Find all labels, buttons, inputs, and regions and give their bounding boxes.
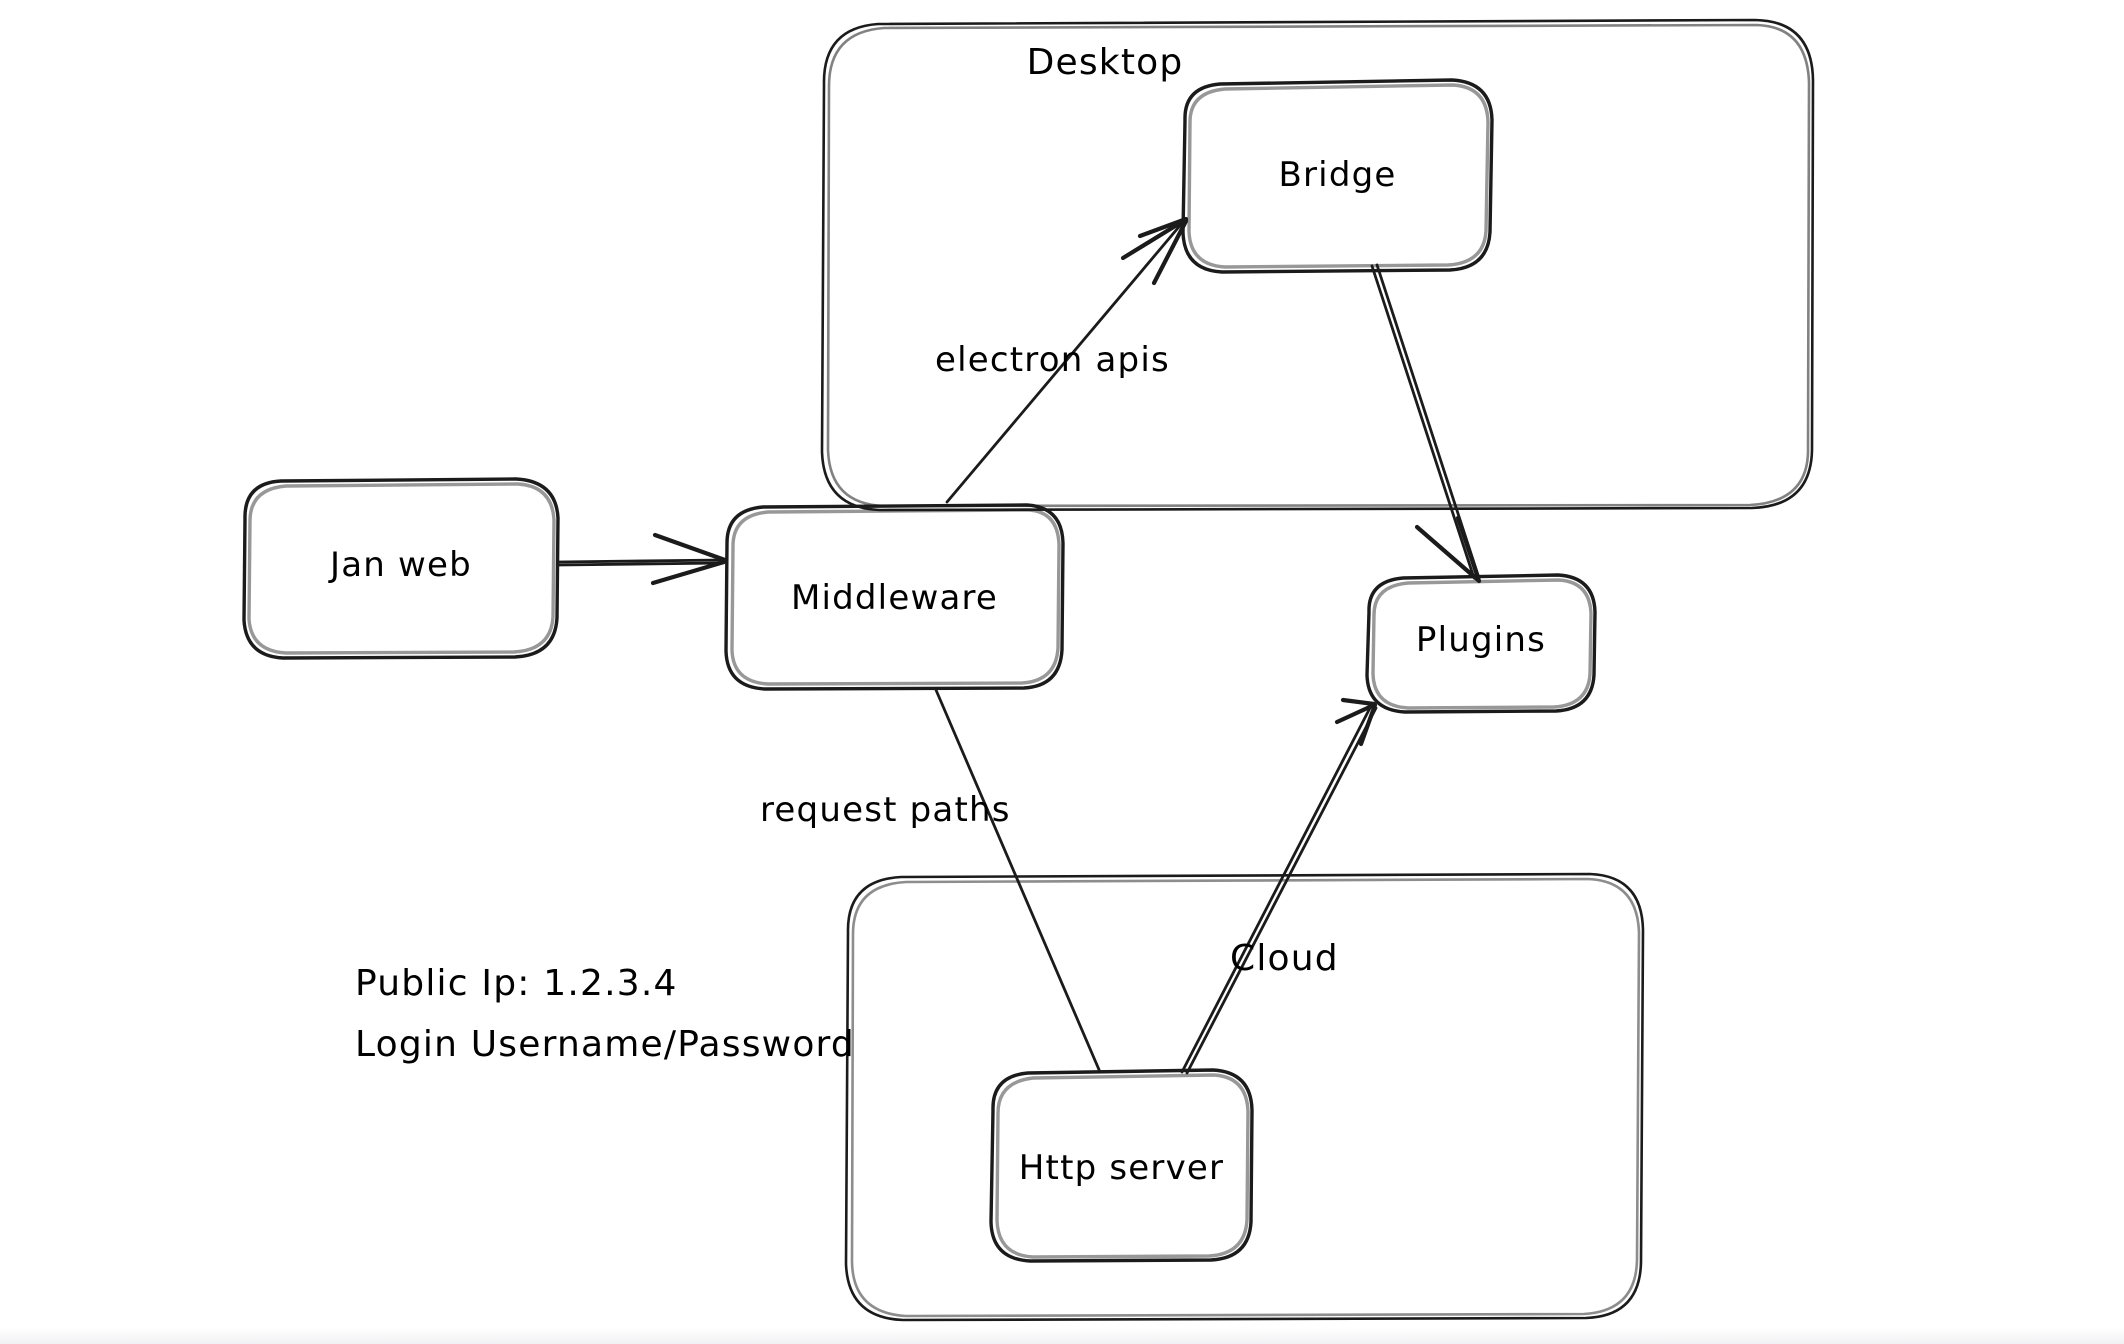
node-plugins[interactable] bbox=[1365, 573, 1597, 714]
node-label-middleware: Middleware bbox=[790, 578, 999, 618]
node-label-bridge: Bridge bbox=[1278, 155, 1397, 195]
node-label-http-server: Http server bbox=[1018, 1148, 1225, 1188]
node-bridge[interactable] bbox=[1181, 78, 1494, 274]
edge-bridge-to-plugins[interactable] bbox=[1370, 263, 1482, 584]
node-http-server[interactable] bbox=[989, 1068, 1254, 1263]
container-label-cloud: Cloud bbox=[1230, 938, 1339, 979]
note-public-ip: Public Ip: 1.2.3.4 bbox=[355, 963, 678, 1004]
node-label-jan-web: Jan web bbox=[330, 545, 472, 585]
edge-label-request-paths: request paths bbox=[760, 790, 1011, 830]
edge-http-server-to-plugins[interactable] bbox=[1180, 697, 1378, 1075]
container-desktop[interactable] bbox=[820, 18, 1815, 512]
container-label-desktop: Desktop bbox=[1026, 42, 1184, 83]
bottom-edge-strip bbox=[0, 1328, 2124, 1344]
edge-middleware-to-bridge[interactable] bbox=[945, 216, 1189, 504]
node-label-plugins: Plugins bbox=[1415, 620, 1547, 660]
edge-jan-web-to-middleware[interactable] bbox=[556, 532, 728, 586]
note-login-credentials: Login Username/Password bbox=[355, 1024, 855, 1065]
edge-label-electron-apis: electron apis bbox=[935, 340, 1170, 380]
edge-middleware-to-http-server[interactable] bbox=[934, 688, 1102, 1074]
node-middleware[interactable] bbox=[724, 503, 1065, 691]
container-cloud[interactable] bbox=[844, 872, 1645, 1322]
node-jan-web[interactable] bbox=[242, 477, 560, 660]
